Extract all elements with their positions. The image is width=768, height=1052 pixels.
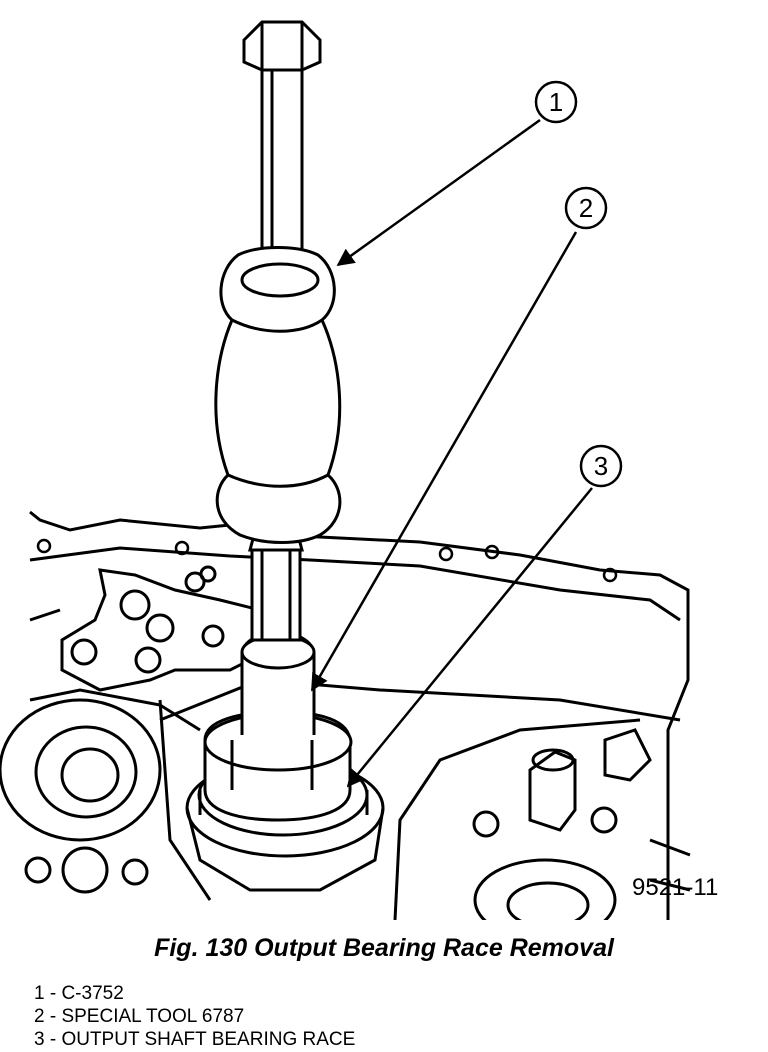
figure-caption: Fig. 130 Output Bearing Race Removal <box>154 934 614 962</box>
leader-line-3 <box>346 487 593 788</box>
slide-hammer-c3752 <box>214 20 342 544</box>
drawing-id: 9521-11 <box>632 874 719 901</box>
callout-2: 2 <box>564 186 608 230</box>
case-bolt-holes <box>36 538 618 583</box>
leader-lines <box>310 118 593 788</box>
legend-list: 1 - C-3752 2 - SPECIAL TOOL 6787 3 - OUT… <box>34 982 355 1051</box>
valve-body-bores <box>60 565 272 692</box>
legend-item: 2 - SPECIAL TOOL 6787 <box>34 1006 245 1027</box>
special-tool-6787 <box>203 630 353 822</box>
legend-item: 1 - C-3752 <box>34 983 124 1004</box>
callout-2-number: 2 <box>579 193 593 223</box>
callout-3-number: 3 <box>594 451 608 481</box>
hex-adapter <box>248 533 304 642</box>
right-case-features <box>472 728 691 920</box>
leader-line-2 <box>310 231 578 692</box>
callout-3: 3 <box>579 444 623 488</box>
technical-illustration: 1 2 3 <box>0 20 691 920</box>
legend-item: 3 - OUTPUT SHAFT BEARING RACE <box>34 1029 356 1050</box>
leader-line-1 <box>336 118 541 267</box>
callout-1: 1 <box>534 80 578 124</box>
transmission-case <box>29 510 690 920</box>
callout-1-number: 1 <box>549 87 563 117</box>
left-seal-bore <box>0 698 162 894</box>
